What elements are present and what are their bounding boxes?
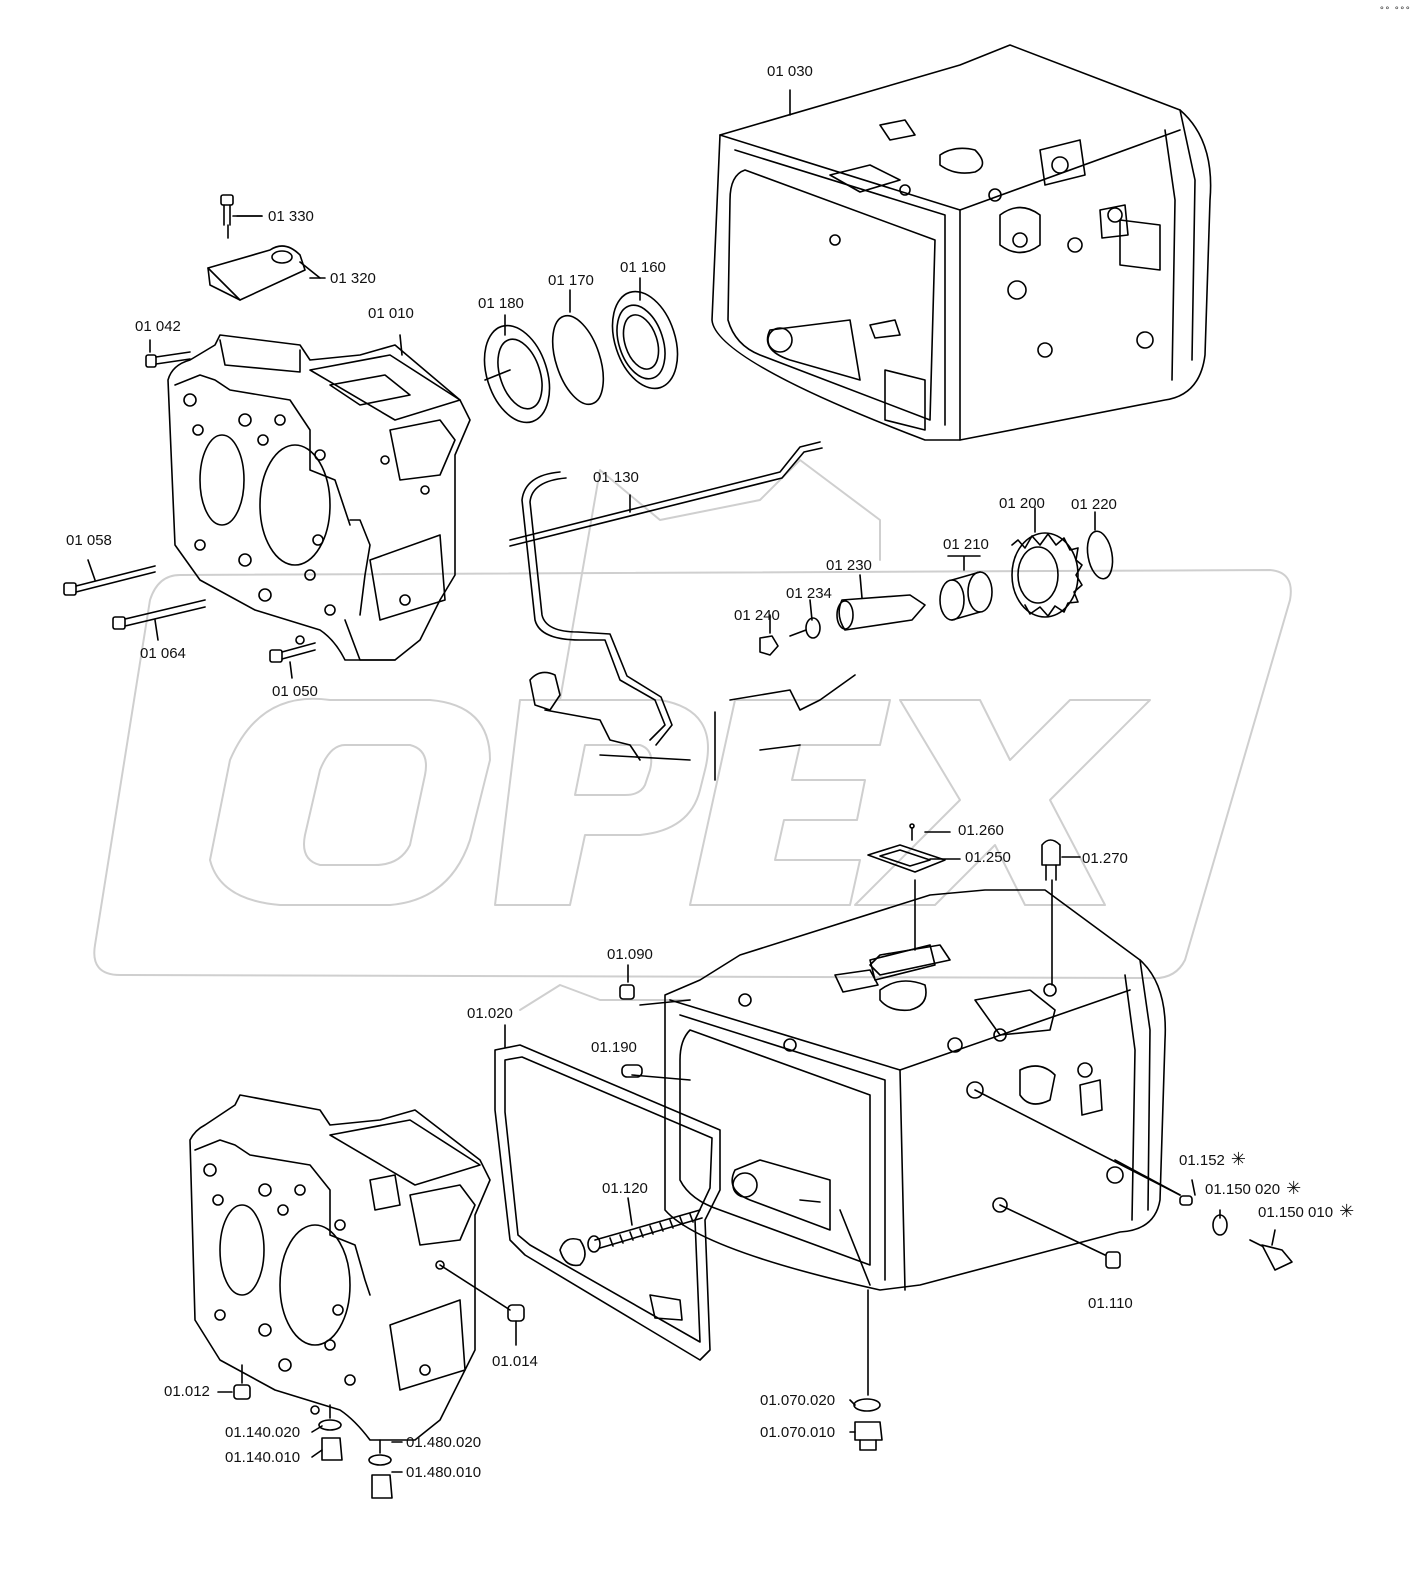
label-01050: 01 050 [272,683,318,700]
bolt-01042 [145,339,191,368]
plug-01480010 [371,1474,393,1499]
label-01160: 01 160 [620,259,666,276]
housing-bottom [664,879,1167,1291]
bearing-01160 [611,277,679,390]
label-01230: 01 230 [826,557,872,574]
label-01120: 01.120 [602,1180,648,1197]
rivet-01260 [909,823,915,841]
seal-01140020 [318,1404,342,1431]
label-01330: 01 330 [268,208,314,225]
leaders-bottom [631,999,1181,1396]
label-01240: 01 240 [734,607,780,624]
label-01150010: 01.150 010 ✳ [1258,1203,1354,1221]
switch-01150010 [1249,1239,1293,1271]
spring-01120 [587,1197,703,1253]
label-01190: 01.190 [591,1039,637,1056]
label-01070020: 01.070.020 [760,1392,836,1409]
corner-mark: °° °°° [1379,6,1411,16]
seal-01180 [483,314,551,424]
washer-01234 [789,599,821,639]
pin-01152 [1179,1195,1193,1206]
label-01020: 01.020 [467,1005,513,1022]
breather-01270 [1041,839,1061,881]
label-01210: 01 210 [943,536,989,553]
label-01058: 01 058 [66,532,112,549]
seal-01480020 [368,1439,392,1466]
label-01150020: 01.150 020 ✳ [1205,1180,1301,1198]
label-01150010-text: 01.150 010 [1258,1204,1334,1221]
label-01110: 01.110 [1088,1295,1133,1312]
label-01042: 01 042 [135,318,181,335]
bolt-01050 [269,642,316,679]
label-01014: 01.014 [492,1353,538,1370]
ring-01220 [1086,511,1114,580]
bearing-01210 [939,555,993,621]
label-01480010: 01.480.010 [406,1464,482,1481]
asterisk-icon: ✳ [1286,1178,1302,1199]
label-01480020: 01.480.020 [406,1434,482,1451]
label-ticks [217,89,1276,1473]
drain-01070 [853,1398,883,1451]
plug-01014 [507,1304,525,1346]
gear-01200 [1011,507,1083,618]
label-01320: 01 320 [330,270,376,287]
pipe-01130 [509,441,823,746]
pin-01230 [836,574,926,631]
label-01030: 01 030 [767,63,813,80]
partial-housing [529,671,856,781]
bolt-01240 [759,614,779,656]
label-01090: 01.090 [607,946,653,963]
label-01152: 01.152 ✳ [1179,1151,1246,1169]
circlip-01170 [551,289,605,406]
bolt-01058 [63,559,156,596]
gasket-01020 [494,1024,721,1361]
opex-watermark [93,459,1292,1011]
asterisk-icon: ✳ [1339,1201,1355,1222]
label-01250: 01.250 [965,849,1011,866]
label-01150020-text: 01.150 020 [1205,1181,1281,1198]
label-01140010: 01.140.010 [225,1449,301,1466]
plate-01250 [867,844,946,873]
plug-01012 [233,1364,251,1400]
housing-01010 [167,334,471,661]
label-01200: 01 200 [999,495,1045,512]
label-01064: 01 064 [140,645,186,662]
bolt-01064 [112,599,206,641]
label-01140020: 01.140.020 [225,1424,301,1441]
housing-bottom-left [189,1094,511,1441]
plug-01140010 [321,1437,343,1461]
housing-01030 [711,44,1212,441]
label-01270: 01.270 [1082,850,1128,867]
label-01260: 01.260 [958,822,1004,839]
label-01180: 01 180 [478,295,524,312]
label-01170: 01 170 [548,272,594,289]
bracket-01320 [207,245,321,301]
label-01152-text: 01.152 [1179,1152,1225,1169]
plug-01090 [619,964,635,1000]
plug-01110 [1105,1251,1121,1269]
label-01010: 01 010 [368,305,414,322]
label-01012: 01.012 [164,1383,210,1400]
label-01234: 01 234 [786,585,832,602]
label-01130: 01 130 [593,469,639,486]
label-01220: 01 220 [1071,496,1117,513]
pin-01190 [621,1064,643,1078]
asterisk-icon: ✳ [1230,1149,1246,1170]
label-01070010: 01.070.010 [760,1424,836,1441]
